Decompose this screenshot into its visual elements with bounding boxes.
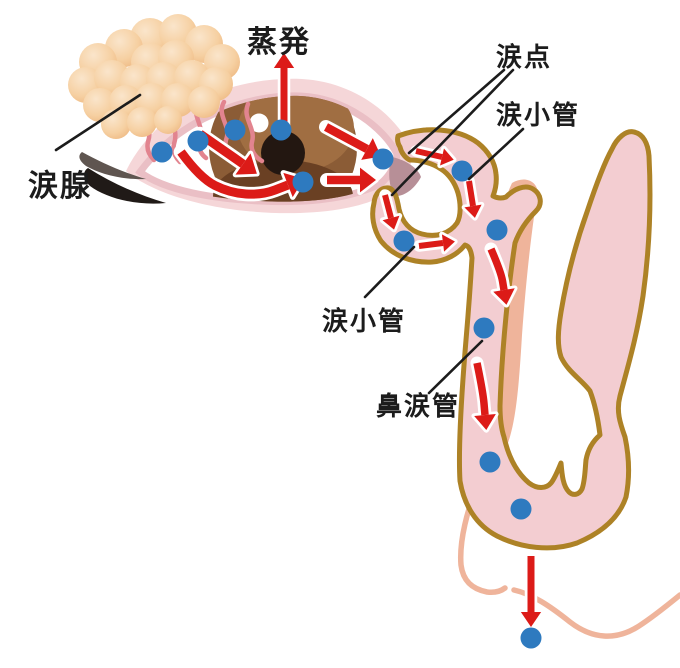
iris-shadow	[213, 160, 353, 202]
leader-canaliculus-lower	[363, 245, 416, 299]
eye-highlight	[249, 113, 269, 133]
tear-dot	[486, 219, 508, 241]
canaliculus-arrow-upper-1	[410, 145, 457, 169]
nostril-outline-1	[457, 484, 508, 595]
gland-lobule	[188, 86, 220, 118]
label-lacrimal-gland: 涙腺	[28, 169, 92, 203]
tear-dot	[224, 119, 246, 141]
leader-punctum-lower	[390, 68, 515, 197]
pupil	[261, 131, 305, 175]
gland-lobule	[154, 106, 182, 134]
canaliculus-arrow-lower-1	[379, 189, 403, 233]
label-lacrimal-canaliculus-lower: 涙小管	[322, 306, 406, 336]
flow-arrows	[173, 50, 544, 630]
tear-dot	[479, 451, 501, 473]
lacrimal-sac-arrow	[484, 242, 518, 308]
label-lacrimal-punctum: 涙点	[496, 42, 552, 72]
tear-dot	[451, 160, 473, 182]
eyelash-icon	[84, 168, 166, 204]
tear-dot	[270, 119, 292, 141]
caruncle	[389, 157, 421, 197]
tear-dot	[393, 230, 415, 252]
leader-lines	[54, 68, 525, 395]
gland-lobule	[127, 107, 157, 137]
eyelash-upper-icon	[79, 152, 146, 180]
labels: 涙腺 蒸発 涙点 涙小管 涙小管 鼻涙管	[28, 26, 580, 421]
label-lacrimal-canaliculus-upper: 涙小管	[496, 100, 580, 130]
tear-dot	[187, 130, 209, 152]
tear-dot	[520, 627, 542, 649]
gland-lobule	[101, 109, 131, 139]
ductule	[244, 101, 265, 164]
leader-canaliculus-upper	[467, 127, 525, 181]
nasolacrimal-duct-arrow	[470, 356, 499, 433]
label-evaporation: 蒸発	[247, 26, 311, 59]
leader-punctum-upper	[407, 68, 506, 155]
tear-dot	[473, 317, 495, 339]
canaliculus-arrow-upper-2	[461, 175, 485, 221]
tear-dot	[292, 171, 314, 193]
tear-dot	[151, 141, 173, 163]
leader-lacrimal-gland	[54, 93, 142, 152]
canaliculus-arrow-lower-2	[413, 231, 458, 255]
tear-dot	[510, 498, 532, 520]
nasal-exit-arrow	[518, 549, 544, 630]
tear-dots	[151, 119, 542, 649]
tear-dot	[372, 148, 394, 170]
tear-flow-arrow-to-punctum-lower	[320, 164, 379, 196]
evaporation-arrow	[271, 50, 297, 133]
nostril-outline-2	[511, 587, 680, 639]
label-nasolacrimal-duct: 鼻涙管	[376, 391, 460, 421]
leader-nasolacrimal	[427, 339, 484, 395]
